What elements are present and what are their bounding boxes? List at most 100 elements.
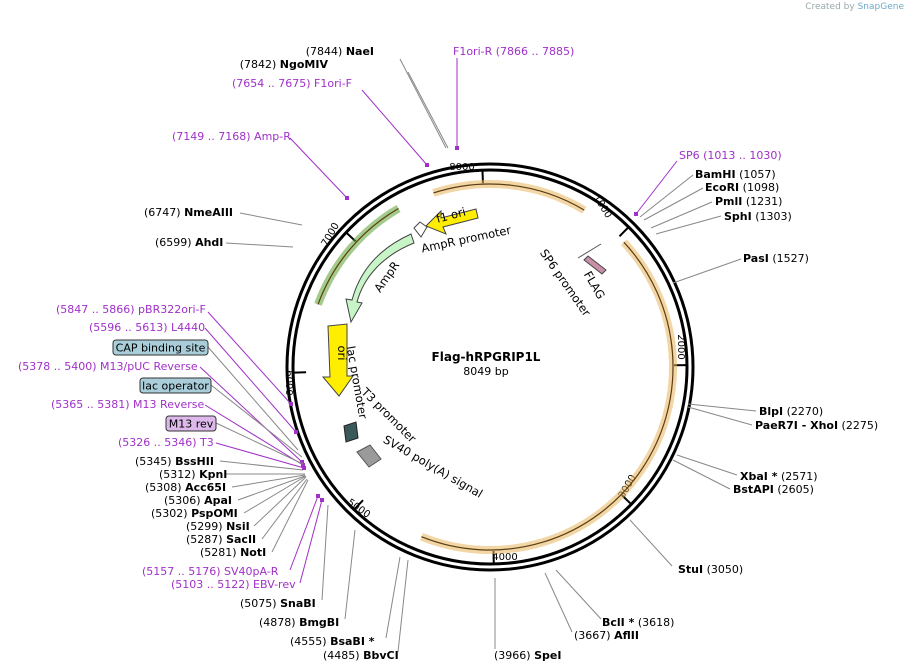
site-position: (1303) bbox=[752, 210, 792, 223]
site-label: (4555) BsaBI * bbox=[290, 635, 375, 648]
flag-shape bbox=[583, 255, 607, 275]
site-name: KpnI bbox=[199, 468, 227, 481]
primer-label: (5326 .. 5346) T3 bbox=[118, 436, 214, 449]
credit-label: Created by bbox=[805, 2, 855, 12]
tick-label: 8000 bbox=[449, 162, 474, 173]
leader-line bbox=[687, 406, 753, 426]
site-position: (5306) bbox=[164, 494, 204, 507]
site-name: NotI bbox=[240, 546, 266, 559]
box-label-bg bbox=[112, 339, 209, 356]
leader-line bbox=[289, 495, 319, 571]
site-label: (5312) KpnI bbox=[159, 468, 227, 481]
primer-label: (5378 .. 5400) M13/pUC Reverse bbox=[18, 360, 198, 373]
site-position: (6747) bbox=[144, 206, 184, 219]
primer-mark bbox=[301, 463, 305, 467]
site-name: ApaI bbox=[204, 494, 232, 507]
feature-label: FLAG bbox=[581, 269, 608, 302]
leader-line bbox=[225, 242, 294, 248]
site-name: BclI * bbox=[602, 616, 635, 629]
leader-line bbox=[207, 311, 292, 405]
site-label: PmlI (1231) bbox=[715, 195, 782, 208]
site-label: (7842) NgoMIV bbox=[240, 58, 329, 71]
site-label: (4485) BbvCI bbox=[323, 649, 399, 662]
site-label: (5075) SnaBI bbox=[240, 597, 316, 610]
sp6-promoter-line bbox=[577, 243, 602, 259]
site-label: SphI (1303) bbox=[724, 210, 792, 223]
site-name: BlpI bbox=[759, 405, 783, 418]
leader-line bbox=[635, 160, 678, 215]
site-position: (4878) bbox=[259, 616, 299, 629]
leader-line bbox=[385, 556, 401, 639]
leader-line bbox=[215, 442, 305, 469]
site-label: StuI (3050) bbox=[678, 563, 743, 576]
primer-mark bbox=[289, 402, 293, 406]
leader-line bbox=[271, 479, 309, 553]
site-name: SpeI bbox=[534, 649, 561, 662]
sv40-polya-shape bbox=[356, 444, 382, 468]
site-name: SphI bbox=[724, 210, 752, 223]
tick-label: 2000 bbox=[675, 334, 686, 359]
site-label: (6747) NmeAIII bbox=[144, 206, 233, 219]
site-name: NmeAIII bbox=[184, 206, 233, 219]
site-position: (3618) bbox=[634, 616, 674, 629]
leader-line bbox=[199, 366, 303, 463]
primer-label: (7654 .. 7675) F1ori-F bbox=[232, 77, 352, 90]
site-position: (5299) bbox=[186, 520, 226, 533]
arc-green-ampr-core bbox=[317, 207, 399, 305]
arc-orange-main bbox=[419, 239, 677, 554]
primer-label: (7149 .. 7168) Amp-R bbox=[172, 130, 291, 143]
site-name: Acc65I bbox=[185, 481, 226, 494]
site-name: PaeR7I - XhoI bbox=[755, 419, 838, 432]
arc-orange-top-core bbox=[433, 183, 585, 211]
site-name: EcoRI bbox=[705, 181, 739, 194]
primer-label: F1ori-R (7866 .. 7885) bbox=[453, 45, 574, 58]
site-name: AflII bbox=[614, 629, 639, 642]
leader-line bbox=[321, 504, 329, 601]
primer-label: (5365 .. 5381) M13 Reverse bbox=[51, 398, 204, 411]
box-label: M13 rev bbox=[169, 418, 214, 431]
primer-mark bbox=[425, 163, 429, 167]
leader-line bbox=[344, 529, 356, 620]
primer-label: SP6 (1013 .. 1030) bbox=[679, 149, 782, 162]
site-label: (5345) BssHII bbox=[135, 455, 214, 468]
ori-arrow bbox=[321, 323, 354, 397]
site-position: (2275) bbox=[838, 419, 878, 432]
box-label: lac operator bbox=[142, 380, 209, 393]
site-position: (2605) bbox=[774, 483, 814, 496]
leader-line bbox=[397, 559, 409, 653]
site-position: (5287) bbox=[186, 533, 226, 546]
site-label: BclI * (3618) bbox=[602, 616, 674, 629]
site-position: (3966) bbox=[494, 649, 534, 662]
leader-line bbox=[204, 404, 304, 466]
plasmid-backbone bbox=[285, 162, 695, 572]
box-label-bg bbox=[165, 415, 217, 432]
site-position: (3050) bbox=[703, 563, 743, 576]
site-label: (3966) SpeI bbox=[494, 649, 561, 662]
feature-arcs bbox=[314, 180, 677, 554]
tick-label: 1000 bbox=[591, 193, 614, 220]
site-name: BbvCI bbox=[363, 649, 399, 662]
site-label: BamHI (1057) bbox=[695, 168, 776, 181]
leader-line bbox=[253, 476, 307, 527]
leader-line bbox=[231, 474, 306, 488]
lac-operator-shape bbox=[343, 421, 359, 443]
tick-line bbox=[618, 227, 629, 237]
primer-mark bbox=[320, 498, 324, 502]
site-position: (1098) bbox=[739, 181, 779, 194]
site-label: (5306) ApaI bbox=[164, 494, 232, 507]
leader-line bbox=[239, 212, 303, 226]
site-label: XbaI * (2571) bbox=[740, 470, 818, 483]
primer-label: (5157 .. 5176) SV40pA-R bbox=[142, 565, 279, 578]
primer-label: (5596 .. 5613) L4440 bbox=[89, 321, 205, 334]
site-label: (5287) SacII bbox=[186, 533, 256, 546]
leader-line bbox=[204, 327, 297, 433]
site-position: (5075) bbox=[240, 597, 280, 610]
tick-label: 6000 bbox=[283, 370, 294, 395]
leader-line bbox=[399, 58, 447, 149]
leader-line bbox=[639, 174, 694, 218]
leader-line bbox=[650, 201, 713, 229]
leader-line bbox=[361, 89, 428, 166]
site-position: (2270) bbox=[783, 405, 823, 418]
site-position: (7844) bbox=[306, 45, 346, 58]
